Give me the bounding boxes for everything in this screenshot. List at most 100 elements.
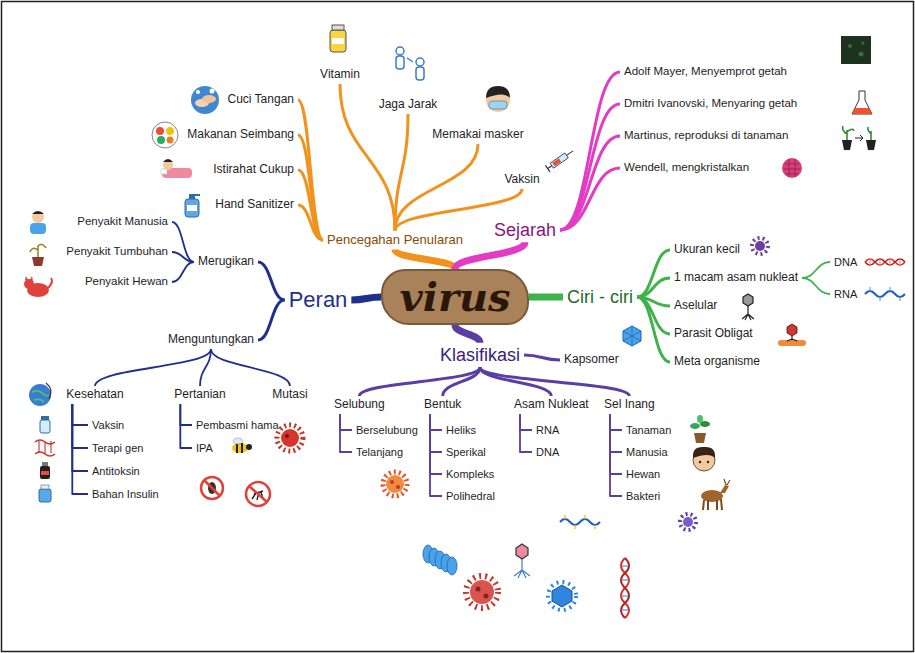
vaccine-vial-icon	[40, 416, 50, 433]
subtopic-label: Cuci Tangan	[224, 91, 299, 109]
node-text: Martinus, reproduksi di tanaman	[624, 129, 788, 142]
node-text: Bakteri	[626, 490, 660, 503]
sick-person-icon-part	[32, 211, 44, 223]
sick-animal-icon	[24, 276, 52, 297]
mindmap-branch	[455, 325, 480, 343]
node-text: Hand Sanitizer	[215, 198, 294, 212]
vitamin-icon-part	[332, 25, 344, 30]
sanitizer-icon-part	[187, 205, 197, 211]
balanced-meal-icon-part	[156, 127, 164, 135]
resting-icon-part	[161, 169, 167, 174]
mindmap-branch	[340, 414, 352, 430]
rna-strand-icon-part	[565, 515, 595, 529]
balanced-meal-icon-part	[166, 127, 174, 135]
distancing-icon-part	[416, 67, 424, 80]
wasp-icon-part	[237, 443, 242, 453]
plant-icon	[690, 415, 710, 443]
mindmap-branch	[610, 414, 622, 496]
handwash-icon-part	[202, 95, 216, 103]
mindmap-branch	[351, 297, 381, 300]
mindmap-branch	[340, 414, 352, 452]
vitamin-icon-part	[332, 38, 344, 44]
node-text: Jaga Jarak	[379, 98, 438, 112]
polyhedral-icon-part	[548, 582, 576, 610]
node-text: Tanaman	[626, 424, 671, 437]
mindmap-branch	[610, 414, 622, 474]
node-text: Hewan	[626, 468, 660, 481]
sanitizer-icon-part	[195, 194, 200, 196]
plant-transfer-icon-part	[855, 135, 863, 141]
subtopic-label: RNA	[830, 286, 861, 303]
subtopic-label: Polihedral	[442, 488, 499, 505]
enveloped-virus-icon-part	[383, 472, 407, 496]
mindmap-branch	[560, 168, 620, 230]
rna-icon	[865, 287, 905, 301]
mindmap-branch	[430, 414, 442, 452]
antitoxin-bottle-icon-part	[40, 466, 50, 479]
subtopic-label: Hewan	[622, 466, 664, 483]
small-virus-icon-part	[755, 241, 765, 251]
handwash-icon-part	[191, 86, 219, 114]
balanced-meal-icon-part	[167, 137, 174, 144]
subtopic-label: Tanaman	[622, 422, 675, 439]
sick-animal-icon-part	[48, 278, 52, 288]
handwash-icon-part	[210, 89, 215, 94]
health-globe-icon-part	[32, 391, 49, 402]
mask-face-icon	[486, 86, 510, 112]
node-text: Sperikal	[446, 446, 486, 459]
mindmap-branch	[430, 414, 442, 496]
node-text: Penyakit Hewan	[85, 275, 168, 288]
node-text: Kesehatan	[66, 388, 123, 402]
node-text: Kapsomer	[564, 353, 619, 367]
distancing-icon-part	[396, 47, 404, 55]
node-text: Memakai masker	[432, 128, 523, 142]
mindmap-branch	[430, 414, 442, 430]
flask-icon-part	[852, 108, 872, 114]
mindmap-branch	[180, 404, 192, 448]
sanitizer-icon	[185, 194, 200, 217]
mask-face-icon-part	[486, 86, 510, 98]
mindmap-branch	[560, 72, 620, 230]
mindmap-branch	[172, 262, 194, 282]
handwash-icon-part	[196, 90, 200, 94]
antitoxin-bottle-icon-part	[42, 462, 48, 466]
tobacco-leaf-icon-part	[841, 36, 871, 64]
spherical-virus-icon-part	[484, 594, 489, 599]
node-text: Adolf Mayer, Menyemprot getah	[624, 65, 787, 78]
enveloped-virus-icon	[383, 472, 407, 496]
resting-icon-part	[163, 160, 173, 170]
mindmap-branch	[560, 104, 620, 230]
human-face-icon-part	[693, 447, 715, 458]
plant-icon-part	[694, 433, 706, 443]
resting-icon-part	[163, 159, 173, 162]
sick-person-icon-part	[32, 211, 44, 214]
subtopic-label: Dmitri Ivanovski, Menyaring getah	[620, 95, 801, 112]
node-text: Sel Inang	[604, 398, 655, 412]
antitoxin-bottle-icon	[40, 462, 50, 479]
parasite-phage-icon-part	[778, 340, 806, 346]
parasite-phage-icon	[778, 324, 806, 346]
insulin-icon-part	[41, 485, 49, 489]
dna-icon-part	[865, 259, 905, 265]
mindmap-branch	[298, 170, 323, 240]
subtopic-label: Parasit Obligat	[670, 325, 757, 343]
subtopic-label: Berselubung	[352, 422, 422, 439]
mindmap-branch	[560, 136, 620, 230]
spherical-virus-icon-part	[470, 580, 494, 604]
no-pest-icon-part	[201, 477, 223, 499]
capsomer-icon-part	[623, 326, 641, 346]
branch-topic: Klasifikasi	[436, 343, 524, 368]
health-globe-icon-part	[29, 384, 51, 406]
node-text: Merugikan	[198, 255, 254, 269]
gene-therapy-icon	[35, 440, 55, 456]
vaccine-vial-icon-part	[41, 416, 49, 420]
node-text: Ukuran kecil	[674, 243, 740, 257]
distancing-icon-part	[407, 58, 413, 62]
crystal-icon-part	[784, 159, 800, 177]
node-text: DNA	[536, 446, 559, 459]
sick-plant-icon-part	[30, 244, 46, 257]
syringe-icon-part	[545, 162, 554, 171]
subtopic-label: Telanjang	[352, 444, 407, 461]
polyhedral-icon	[548, 582, 576, 610]
